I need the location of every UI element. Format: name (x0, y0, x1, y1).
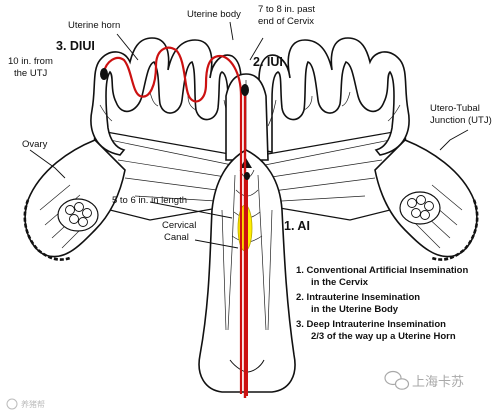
watermark-right-text: 上海卡苏 (412, 374, 464, 390)
utj-distance-label-1: 10 in. from (8, 56, 53, 67)
ovary-label: Ovary (22, 139, 48, 150)
legend: 1. Conventional Artificial Insemination … (296, 265, 468, 342)
right-ovary-group (374, 139, 479, 261)
legend-line-6: 2/3 of the way up a Uterine Horn (311, 331, 456, 342)
legend-line-5: 3. Deep Intrauterine Insemination (296, 319, 446, 330)
utj-distance-label-2: the UTJ (14, 68, 48, 79)
uterine-horn-label: Uterine horn (68, 20, 120, 31)
utj-label-2: Junction (UTJ) (430, 115, 492, 126)
diui-tip (100, 68, 108, 80)
legend-line-2: in the Cervix (311, 277, 369, 288)
diui-label: 3. DIUI (56, 39, 95, 53)
leader-lines (29, 21, 469, 249)
watermark-left-text: 养猪帮 (21, 399, 45, 409)
left-ovary-group (23, 139, 126, 261)
right-ovary (399, 191, 441, 225)
legend-line-3: 2. Intrauterine Insemination (296, 292, 420, 303)
wechat-icon (384, 370, 410, 390)
catheters (102, 46, 248, 398)
watermark-left: 养猪帮 (6, 398, 45, 410)
iui-label: 2. IUI (253, 55, 283, 69)
left-ovary (57, 198, 99, 232)
cervical-canal-label-1: Cervical (162, 220, 196, 231)
cervical-canal-label-2: Canal (164, 232, 189, 243)
right-uterine-horn (258, 37, 410, 156)
past-cervix-label-1: 7 to 8 in. past (258, 4, 315, 15)
diui-catheter (102, 46, 243, 394)
legend-line-4: in the Uterine Body (311, 304, 399, 315)
iui-tip (241, 84, 249, 96)
utj-label-1: Utero-Tubal (430, 103, 480, 114)
ai-label: 1. AI (284, 219, 310, 233)
uterine-body-label: Uterine body (187, 9, 241, 20)
watermark-left-icon (6, 398, 18, 410)
watermark-right: 上海卡苏 (384, 370, 464, 390)
ai-tip (244, 172, 250, 180)
legend-line-1: 1. Conventional Artificial Insemination (296, 265, 468, 276)
past-cervix-label-2: end of Cervix (258, 16, 314, 27)
length-label: 5 to 6 in. in length (112, 195, 187, 206)
